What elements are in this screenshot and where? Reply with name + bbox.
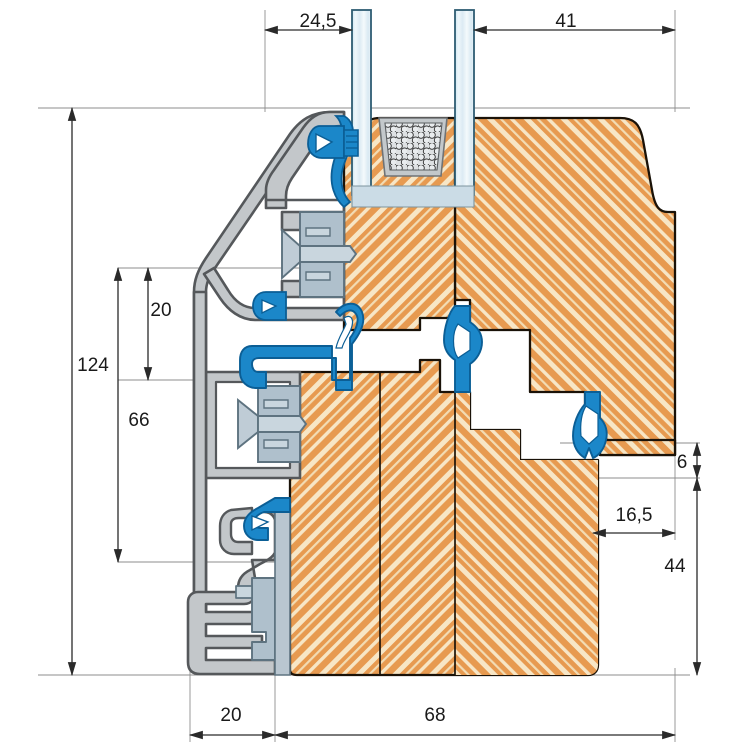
cladding-head-seal <box>252 291 287 321</box>
sill-head-detail <box>218 506 254 556</box>
dim-label-124: 124 <box>77 355 109 376</box>
sill-seal <box>243 497 291 541</box>
glass-edge-seal <box>351 185 475 208</box>
dim-label-66: 66 <box>128 410 149 431</box>
dim-label-41: 41 <box>555 11 576 32</box>
inner-seal <box>572 391 608 459</box>
dim-label-20-horizontal: 20 <box>220 705 241 726</box>
dimension-lines <box>67 25 702 740</box>
timber-sill-face <box>274 509 291 676</box>
outer-glazing-seal <box>307 115 359 209</box>
dim-label-44: 44 <box>664 556 686 577</box>
frame-rebate-seal <box>443 305 483 393</box>
sill-inner-chamber <box>251 577 276 661</box>
dim-label-20-vertical: 20 <box>150 300 171 321</box>
sill-clip-tongue <box>235 585 253 599</box>
dim-label-16-5: 16,5 <box>616 505 653 526</box>
middle-seal <box>239 302 365 391</box>
dim-label-6: 6 <box>677 452 688 473</box>
dim-label-68: 68 <box>424 705 445 726</box>
timber-rebate-nib <box>598 438 677 457</box>
cladding-retainer-clip <box>281 211 358 298</box>
cladding-outer-skin <box>192 290 208 614</box>
glass-pane-outer <box>351 9 372 196</box>
glass-pane-inner <box>454 9 475 196</box>
dimension-labels: 24,5 41 124 20 66 6 16,5 44 20 68 <box>77 11 687 726</box>
insulating-glass-unit <box>351 9 475 208</box>
dim-label-24-5: 24,5 <box>300 11 337 32</box>
timber-frame <box>453 116 677 457</box>
desiccant-fill <box>384 122 443 171</box>
steel-clip-bracket <box>237 385 308 463</box>
